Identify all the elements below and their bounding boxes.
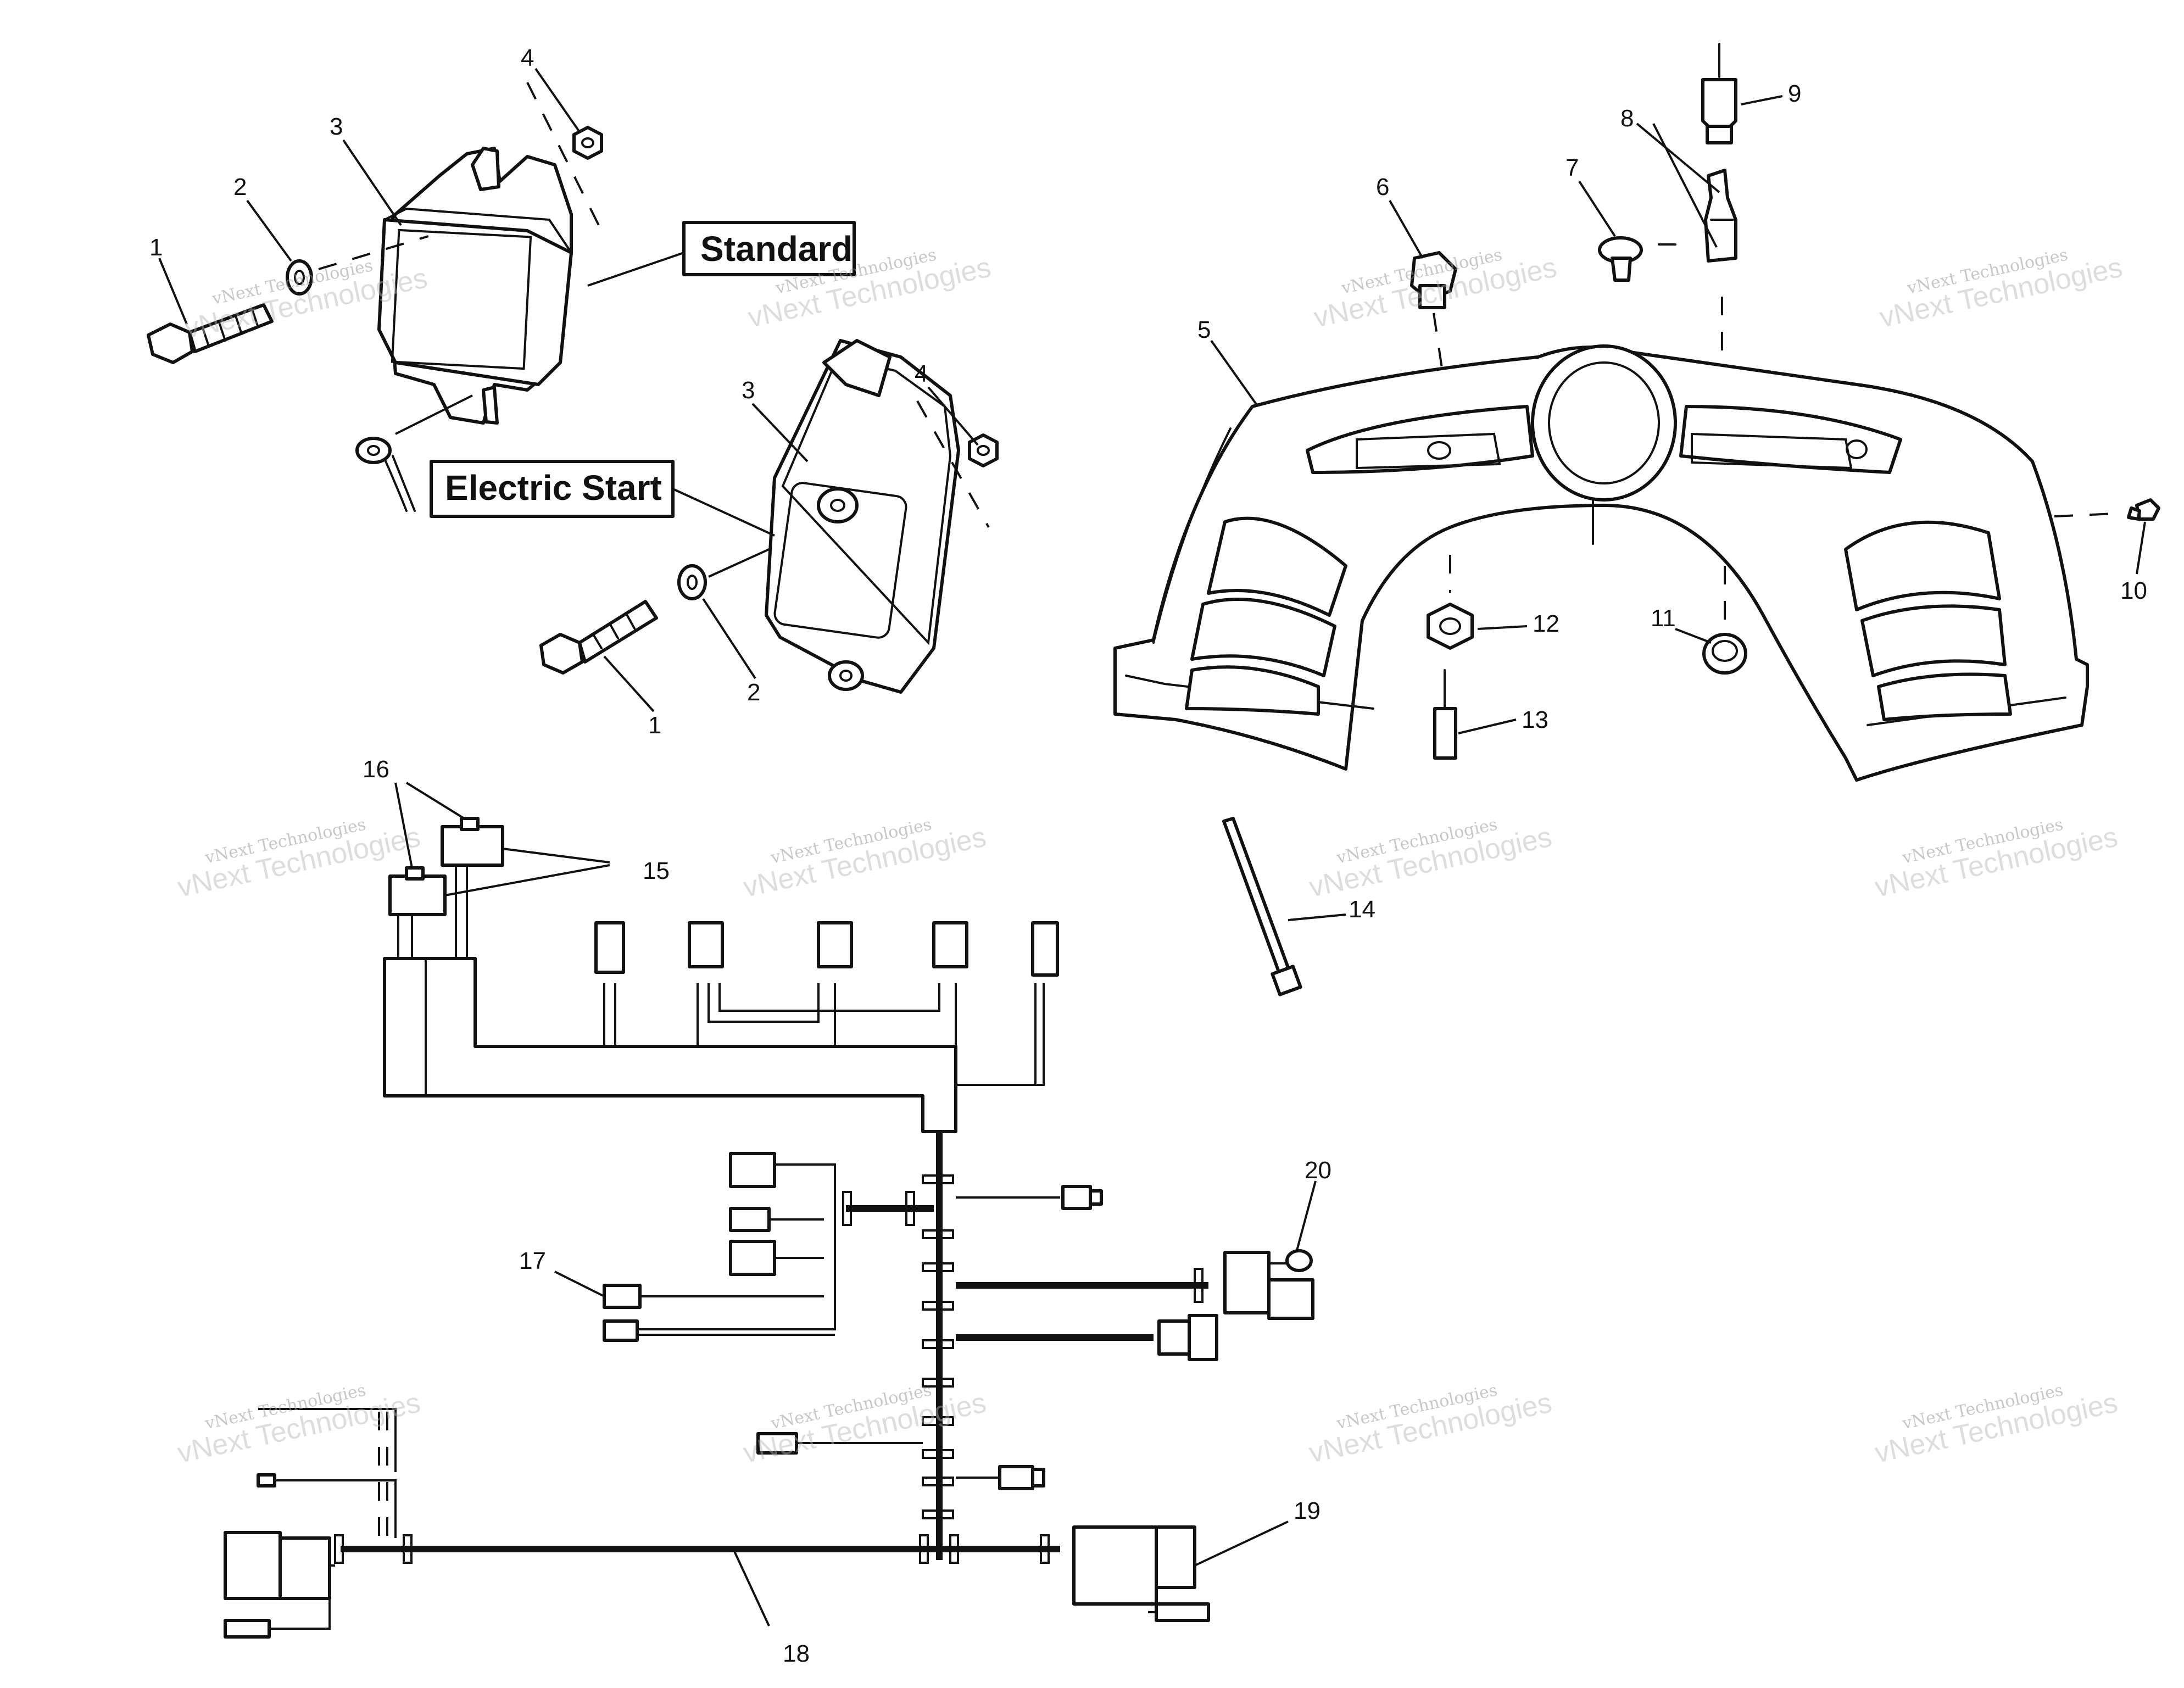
nut-12: [1427, 555, 1474, 650]
cdi-box-standard: [377, 147, 573, 425]
callout-numbers: 1 2 3 4 3 4 1 2 5 6 7 8 9 10 11 12 13 14…: [149, 44, 2147, 1667]
standard-label-box: [682, 221, 856, 276]
ring-terminal: [355, 437, 416, 512]
center-gauge-pod: [1531, 344, 1677, 502]
connector-19: [1072, 1525, 1158, 1606]
callout-7: 7: [1565, 154, 1579, 181]
callout-17: 17: [519, 1247, 546, 1274]
connector-left-end: [224, 1531, 282, 1600]
callout-4b: 4: [915, 360, 928, 387]
bolt-standard: [147, 303, 274, 364]
connector-top-3: [817, 921, 853, 968]
callout-18: 18: [783, 1640, 810, 1667]
switch-connector-15a: [441, 825, 504, 867]
callout-14: 14: [1349, 896, 1375, 923]
callout-13: 13: [1522, 706, 1548, 733]
stud-13: [1433, 669, 1457, 760]
callout-12: 12: [1533, 610, 1559, 637]
push-rivet-7: [1598, 236, 1643, 282]
harness-trunk: [383, 957, 957, 1133]
washer-standard: [286, 259, 313, 296]
connector-top-1: [594, 921, 625, 974]
connector-top-5: [1031, 921, 1059, 977]
callout-16: 16: [363, 756, 389, 783]
dash-panel: [1113, 344, 2089, 782]
callout-10: 10: [2120, 577, 2147, 604]
switch-part-6: [1410, 251, 1457, 369]
callout-6: 6: [1376, 174, 1389, 200]
electric-start-label: Electric Start: [445, 468, 662, 508]
switch-connector-15b: [388, 874, 447, 916]
callout-2a: 2: [233, 174, 247, 200]
connector-17b: [603, 1319, 639, 1342]
bolt-electric-start: [539, 600, 658, 675]
electric-start-cdi-group: [430, 339, 999, 694]
connector-top-4: [932, 921, 968, 968]
standard-cdi-group: [147, 82, 856, 512]
cable-tie-14: [1222, 817, 1302, 996]
cdi-box-electric-start: [765, 339, 960, 694]
bulb-holder-8: [1658, 169, 1737, 357]
callout-3a: 3: [330, 113, 343, 140]
callout-19: 19: [1294, 1497, 1321, 1524]
nut-11: [1702, 566, 1747, 675]
right-gauge-pod: [1679, 405, 1902, 474]
callout-20: 20: [1305, 1157, 1331, 1184]
dash-fasteners: [1222, 43, 2160, 996]
standard-label: Standard: [700, 229, 853, 269]
callout-1a: 1: [149, 234, 163, 261]
harness-clips: [334, 1174, 1050, 1564]
callout-5: 5: [1197, 316, 1211, 343]
callout-15: 15: [643, 857, 670, 884]
bulb-9: [1701, 43, 1737, 144]
nut-standard: [572, 126, 603, 160]
connector-20: [1223, 1251, 1271, 1314]
wiring-harness: [224, 817, 1314, 1639]
callout-8: 8: [1620, 105, 1634, 132]
connector-top-2: [688, 921, 724, 968]
right-vent-louvers: [1844, 520, 2012, 721]
callout-3b: 3: [742, 377, 755, 404]
callout-4a: 4: [521, 44, 534, 71]
connector-17a: [603, 1284, 642, 1309]
callout-11: 11: [1651, 605, 1676, 632]
left-gauge-pod: [1306, 405, 1534, 474]
callout-1b: 1: [648, 712, 661, 739]
callout-2b: 2: [747, 679, 760, 706]
callout-9: 9: [1788, 80, 1801, 107]
left-vent-louvers: [1185, 516, 1347, 716]
screw-10: [2054, 498, 2160, 521]
leader-lines: [158, 68, 2146, 1626]
washer-electric-start: [677, 564, 707, 600]
